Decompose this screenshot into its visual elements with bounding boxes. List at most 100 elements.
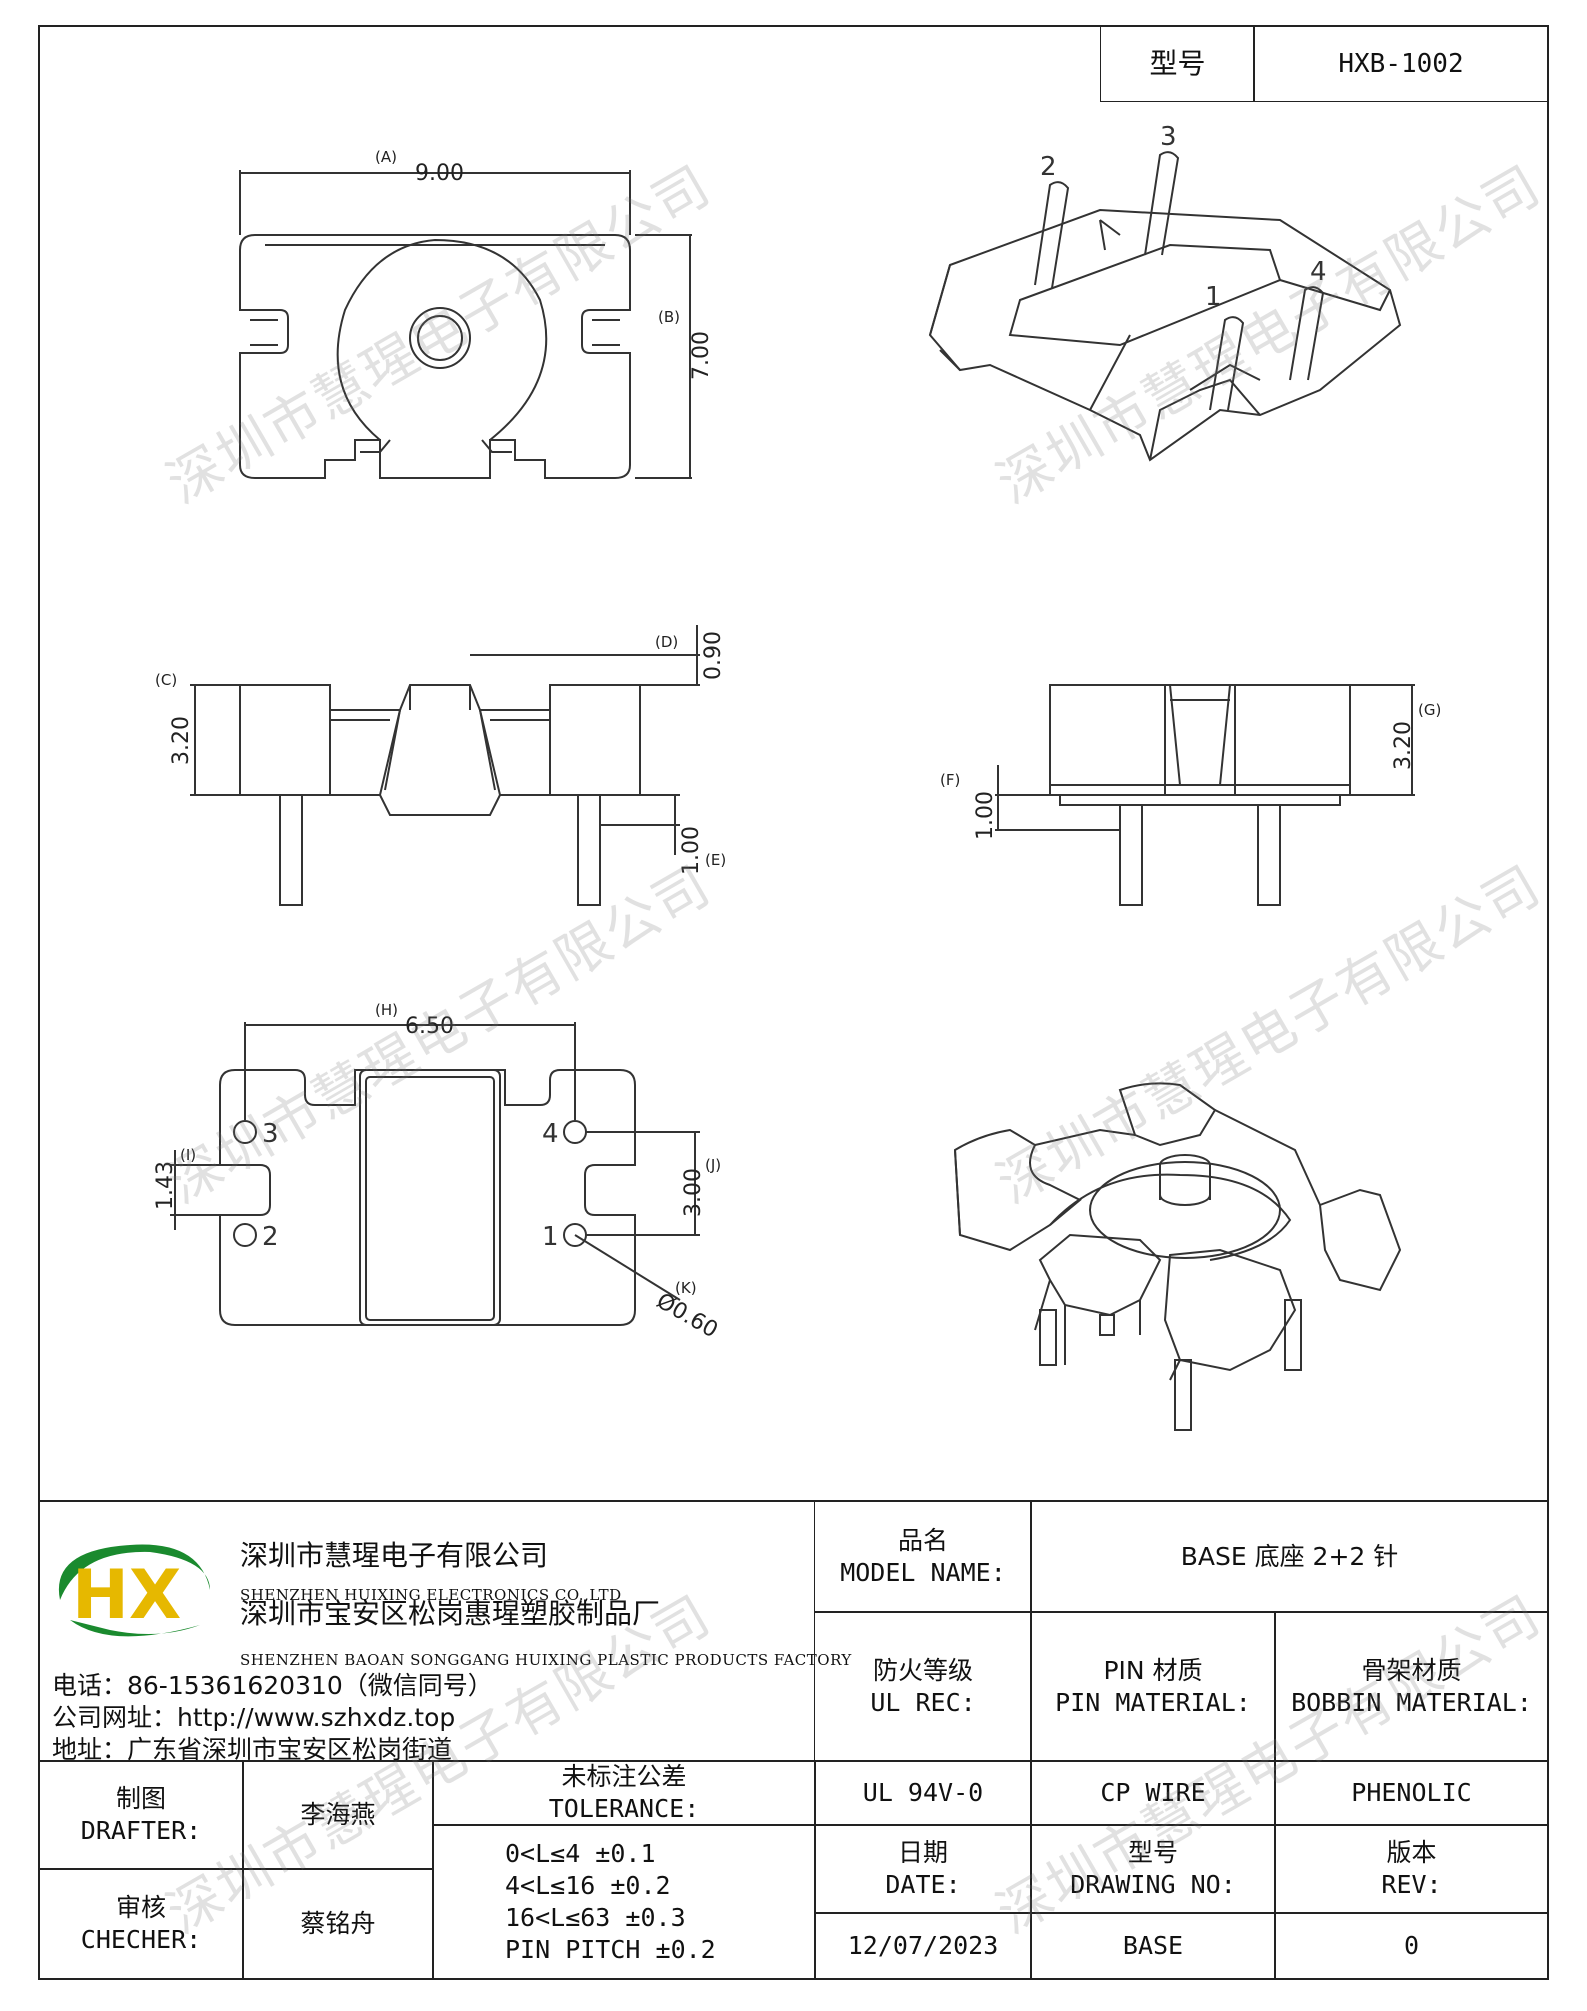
company-website: 公司网址：http://www.szhxdz.top [52,1703,456,1732]
ul-value: UL 94V-0 [862,1778,984,1807]
dim-d-letter: (D) [655,633,678,651]
dim-d-value: 0.90 [701,631,726,680]
model-label: 型号 [1149,46,1206,80]
company-phone: 电话：86-15361620310（微信同号） [52,1671,493,1700]
ul-label-cn: 防火等级 [872,1655,973,1685]
model-name-label-cn: 品名 [897,1525,948,1555]
tolerance-line-1: 0<L≤4 ±0.1 [505,1839,656,1868]
logo-text: HX [72,1556,181,1635]
drawing-no-value: BASE [1122,1931,1184,1960]
pin-material-value: CP WIRE [1100,1778,1206,1807]
dim-a-letter: (A) [375,148,397,166]
side-view-right-drawing: (G) 3.20 (F) 1.00 [940,684,1440,906]
dim-j-value: 3.00 [681,1168,706,1217]
bottom-pin-1-label: 1 [542,1222,559,1252]
drawing-no-value-cell: BASE [1030,1912,1276,1980]
pin-2-label: 2 [1040,152,1057,182]
bobbin-material-label-cn: 骨架材质 [1361,1655,1462,1685]
date-value: 12/07/2023 [847,1931,999,1960]
date-label-en: DATE: [885,1870,961,1899]
date-label-cell: 日期 DATE: [814,1824,1032,1914]
dim-f-value: 1.00 [973,791,998,840]
checker-name-cell: 蔡铭舟 [242,1868,434,1980]
tolerance-line-3: 16<L≤63 ±0.3 [505,1903,686,1932]
drawing-no-label-cell: 型号 DRAWING NO: [1030,1824,1276,1914]
iso-view-bottom-drawing [953,1082,1402,1431]
pin-4-label: 4 [1310,257,1327,287]
drafter-label-cell: 制图 DRAFTER: [38,1760,244,1870]
bobbin-material-value: PHENOLIC [1351,1778,1472,1807]
model-name-label-cell: 品名 MODEL NAME: [814,1500,1032,1613]
pin-3-label: 3 [1160,122,1177,152]
dim-a-value: 9.00 [415,161,464,186]
dim-b-letter: (B) [658,308,680,326]
tolerance-values-cell: 0<L≤4 ±0.1 4<L≤16 ±0.2 16<L≤63 ±0.3 PIN … [432,1824,816,1980]
tolerance-label-cell: 未标注公差 TOLERANCE: [432,1760,816,1826]
dim-j-letter: (J) [705,1156,721,1174]
rev-label-cell: 版本 REV: [1274,1824,1549,1914]
model-label-cell: 型号 [1100,25,1255,102]
dim-i-letter: (I) [180,1146,196,1164]
ul-value-cell: UL 94V-0 [814,1760,1032,1826]
pin-1-label: 1 [1205,282,1222,312]
title-block-top-line [38,1500,1549,1502]
dim-e-value: 1.00 [679,826,704,875]
model-value-cell: HXB-1002 [1253,25,1549,102]
ul-label-cell: 防火等级 UL REC: [814,1611,1032,1762]
dim-c-letter: (C) [155,671,177,689]
dim-i-value: 1.43 [153,1161,178,1210]
factory-name-cn: 深圳市宝安区松岗惠瑆塑胶制品厂 [240,1597,661,1630]
dim-g-letter: (G) [1418,701,1440,719]
checker-label-en: CHECHER: [80,1925,202,1954]
dim-f-letter: (F) [940,771,960,789]
bottom-view-drawing: (H) 6.50 (I) 1.43 (J) 3.00 (K) Ø0.60 3 2… [153,1001,722,1343]
ul-label-en: UL REC: [870,1687,976,1717]
rev-label-en: REV: [1381,1870,1442,1899]
model-name-label-en: MODEL NAME: [840,1557,1006,1587]
model-name-value-cell: BASE 底座 2+2 针 [1030,1500,1549,1613]
drawing-no-label-en: DRAWING NO: [1070,1870,1236,1899]
dim-g-value: 3.20 [1391,721,1416,770]
factory-name-en: SHENZHEN BAOAN SONGGANG HUIXING PLASTIC … [240,1651,852,1669]
date-label-cn: 日期 [897,1838,948,1867]
pin-material-label-cell: PIN 材质 PIN MATERIAL: [1030,1611,1276,1762]
dim-h-value: 6.50 [405,1014,454,1039]
checker-label-cell: 审核 CHECHER: [38,1868,244,1980]
company-name-cn: 深圳市慧瑆电子有限公司 [240,1539,549,1572]
bottom-pin-2-label: 2 [262,1222,279,1252]
tolerance-label-cn: 未标注公差 [561,1762,687,1791]
drafter-label-en: DRAFTER: [80,1816,202,1845]
tolerance-line-4: PIN PITCH ±0.2 [505,1935,716,1964]
model-name-value: BASE 底座 2+2 针 [1180,1541,1399,1571]
date-value-cell: 12/07/2023 [814,1912,1032,1980]
tolerance-line-2: 4<L≤16 ±0.2 [505,1871,671,1900]
company-name-en: SHENZHEN HUIXING ELECTRONICS CO.,LTD [240,1586,622,1604]
top-view-drawing: (A) 9.00 (B) 7.00 [239,148,714,479]
side-view-left-drawing: (C) 3.20 (D) 0.90 1.00 (E) [155,625,726,906]
rev-value-cell: 0 [1274,1912,1549,1980]
dim-h-letter: (H) [375,1001,398,1019]
tolerance-label-en: TOLERANCE: [548,1794,700,1823]
iso-view-top-drawing: 2 3 1 4 [928,122,1402,462]
model-value: HXB-1002 [1338,48,1464,79]
dim-e-letter: (E) [705,851,726,869]
bobbin-material-label-en: BOBBIN MATERIAL: [1291,1687,1532,1717]
bottom-pin-3-label: 3 [262,1119,279,1149]
bottom-pin-4-label: 4 [542,1119,559,1149]
drafter-label-cn: 制图 [115,1784,166,1813]
company-logo: HX [58,1544,211,1637]
rev-value: 0 [1403,1931,1420,1960]
drawing-no-label-cn: 型号 [1127,1838,1178,1867]
left-block-line [38,1760,816,1762]
bobbin-material-label-cell: 骨架材质 BOBBIN MATERIAL: [1274,1611,1549,1762]
checker-label-cn: 审核 [115,1893,166,1922]
checker-name: 蔡铭舟 [300,1909,376,1938]
dim-k-letter: (K) [675,1279,697,1297]
drafter-name: 李海燕 [300,1800,376,1829]
pin-material-label-en: PIN MATERIAL: [1055,1687,1251,1717]
dim-c-value: 3.20 [169,716,194,765]
company-address: 地址：广东省深圳市宝安区松岗街道 [52,1735,453,1764]
bobbin-material-value-cell: PHENOLIC [1274,1760,1549,1826]
rev-label-cn: 版本 [1386,1838,1437,1867]
pin-material-label-cn: PIN 材质 [1103,1655,1203,1685]
